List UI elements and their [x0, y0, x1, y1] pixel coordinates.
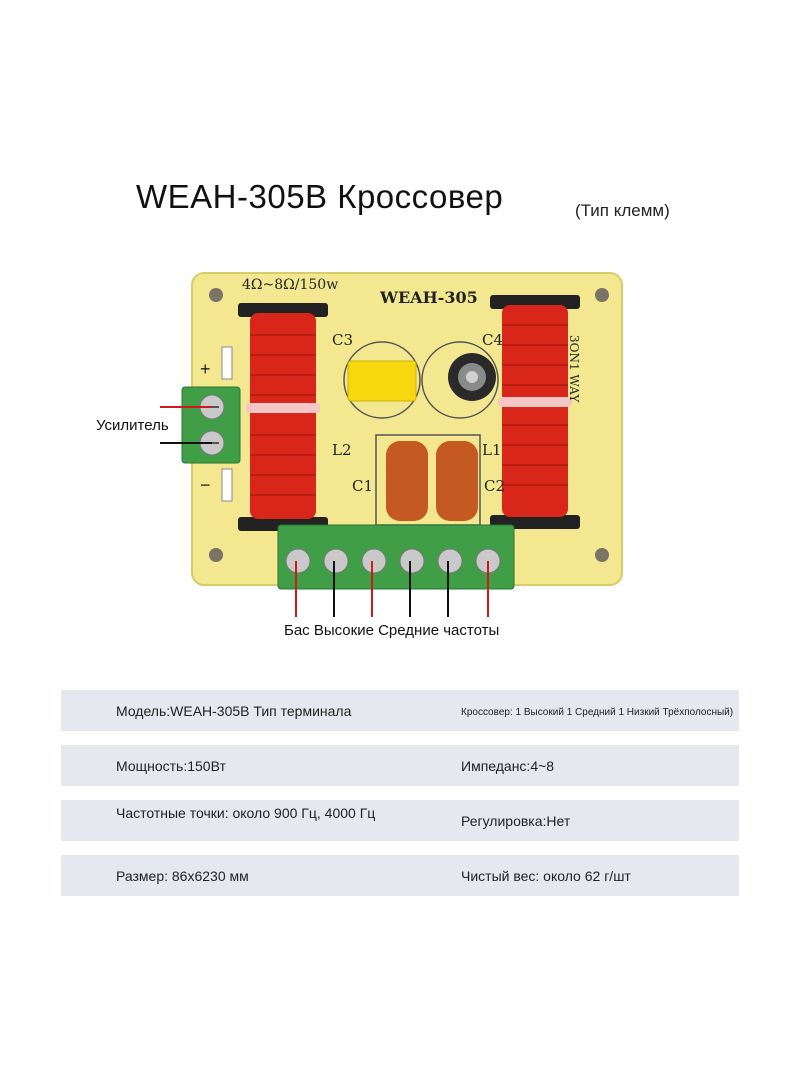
- yellow-capacitor: [347, 360, 417, 402]
- output-terminal-block: [277, 524, 515, 590]
- spec-weight: Чистый вес: около 62 г/шт: [461, 868, 631, 884]
- coil-l2: [238, 303, 328, 531]
- amplifier-label: Усилитель: [96, 417, 169, 434]
- outputs-label: Бас Высокие Средние частоты: [284, 622, 500, 639]
- spec-row: Размер: 86x6230 мм Чистый вес: около 62 …: [61, 855, 739, 896]
- board-model-print: WEAH-305: [379, 288, 478, 307]
- spec-model: Модель:WEAH-305B Тип терминала: [116, 703, 352, 719]
- label-c4: C4: [482, 331, 503, 349]
- spec-row: Частотные точки: около 900 Гц, 4000 Гц Р…: [61, 800, 739, 841]
- label-c2: C2: [484, 477, 505, 495]
- spec-adjustment: Регулировка:Нет: [461, 813, 571, 829]
- page-subtitle: (Тип клемм): [575, 201, 670, 220]
- spec-row: Модель:WEAH-305B Тип терминала Кроссовер…: [61, 690, 739, 731]
- label-l2: L2: [332, 441, 352, 459]
- board-power-rating: 4Ω~8Ω/150w: [242, 277, 338, 293]
- input-terminal-block: [181, 386, 241, 464]
- electrolytic-capacitor: [448, 353, 496, 401]
- spec-impedance: Импеданс:4~8: [461, 758, 555, 774]
- page-title: WEAH-305B Кроссовер: [136, 178, 504, 215]
- label-l1: L1: [482, 441, 502, 459]
- capacitor-c2: [436, 441, 478, 521]
- spec-type: Кроссовер: 1 Высокий 1 Средний 1 Низкий …: [461, 707, 734, 718]
- crossover-board-illustration: 4Ω~8Ω/150w WEAH-305: [150, 265, 630, 625]
- spec-row: Мощность:150Вт Импеданс:4~8: [61, 745, 739, 786]
- label-way: 3ON1 WAY: [567, 335, 581, 403]
- label-c1: C1: [352, 477, 373, 495]
- screw-icon: [209, 288, 609, 562]
- spec-frequency: Частотные точки: около 900 Гц, 4000 Гц: [116, 805, 376, 821]
- svg-text:−: −: [200, 475, 211, 495]
- svg-text:+: +: [200, 359, 211, 379]
- spec-size: Размер: 86x6230 мм: [116, 868, 249, 884]
- label-c3: C3: [332, 331, 353, 349]
- capacitor-c1: [386, 441, 428, 521]
- spec-power: Мощность:150Вт: [116, 758, 226, 774]
- coil-l1: [490, 295, 580, 529]
